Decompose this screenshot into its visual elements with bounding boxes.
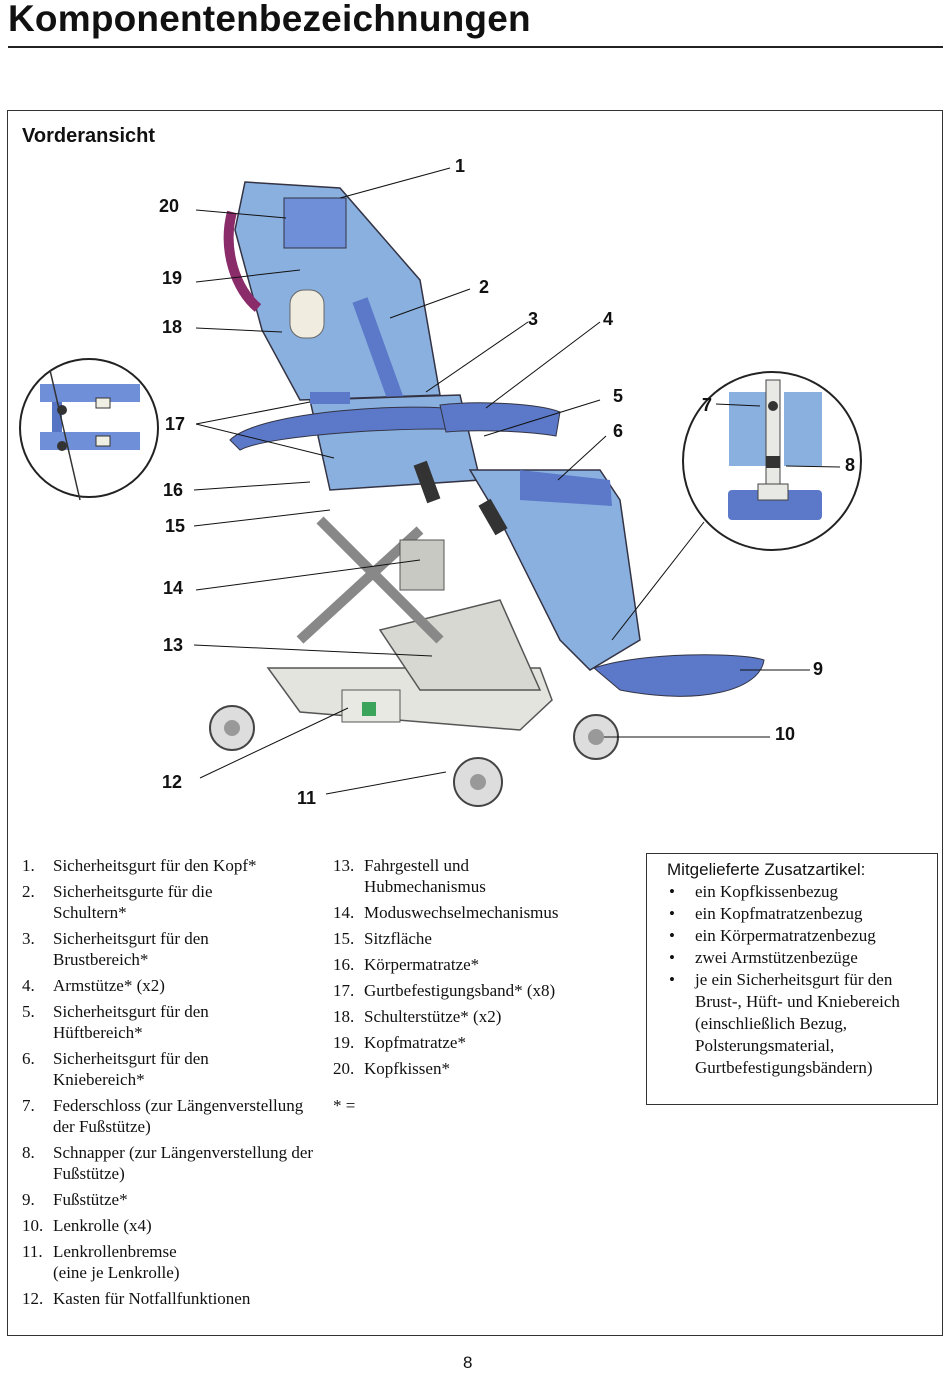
list-item: ein Kopfkissenbezug — [667, 881, 929, 903]
legend-item: 18.Schulterstütze* (x2) — [333, 1007, 502, 1026]
legend-item: 16.Körpermatratze* — [333, 955, 480, 974]
legend-item: 14.Moduswechselmechanismus — [333, 903, 559, 922]
callout-13: 13 — [163, 635, 184, 655]
figure-frame — [7, 110, 943, 1336]
callout-6: 6 — [613, 421, 624, 441]
leader-lines — [193, 167, 841, 795]
legend-item: 13.Fahrgestell und Hubmechanismus — [333, 856, 486, 896]
title-rule — [8, 46, 943, 48]
callout-16: 16 — [163, 480, 184, 500]
page-title: Komponentenbezeichnungen — [8, 0, 531, 39]
detail-circle-left — [19, 358, 159, 501]
legend-item: 4.Armstütze* (x2) — [22, 976, 165, 995]
callout-8: 8 — [845, 455, 856, 475]
accessories-list: ein Kopfkissenbezug ein Kopfmatratzenbez… — [667, 881, 929, 1079]
view-label: Vorderansicht — [22, 125, 155, 147]
legend-item: 3.Sicherheitsgurt für den Brustbereich* — [22, 929, 209, 969]
callout-19: 19 — [162, 268, 183, 288]
legend-item: 7.Federschloss (zur Längenverstellung de… — [22, 1096, 304, 1136]
legend-item: 1.Sicherheitsgurt für den Kopf* — [22, 856, 257, 875]
accessories-title: Mitgelieferte Zusatzartikel: — [667, 860, 866, 879]
legend-item: 6.Sicherheitsgurt für den Kniebereich* — [22, 1049, 209, 1089]
page-number: 8 — [463, 1353, 473, 1372]
callout-3: 3 — [528, 309, 539, 329]
callout-5: 5 — [613, 386, 624, 406]
callout-11: 11 — [297, 788, 317, 808]
callout-10: 10 — [775, 724, 796, 744]
legend-item: 20.Kopfkissen* — [333, 1059, 450, 1078]
legend-item: 11.Lenkrollenbremse (eine je Lenkrolle) — [22, 1242, 180, 1282]
legend-item: 17.Gurtbefestigungsband* (x8) — [333, 981, 556, 1000]
list-item: ein Kopfmatratzenbezug — [667, 903, 929, 925]
callout-17: 17 — [165, 414, 186, 434]
list-item: je ein Sicherheitsgurt für den Brust-, H… — [667, 969, 929, 1079]
list-item: zwei Armstützenbezüge — [667, 947, 929, 969]
chair-body — [209, 181, 765, 807]
callout-15: 15 — [165, 516, 186, 536]
callout-1: 1 — [455, 156, 466, 176]
footnote: * = — [333, 1096, 356, 1115]
callout-9: 9 — [813, 659, 824, 679]
legend-item: 5.Sicherheitsgurt für den Hüftbereich* — [22, 1002, 209, 1042]
legend-right: 13.Fahrgestell und Hubmechanismus 14.Mod… — [333, 855, 623, 1116]
legend-item: 10.Lenkrolle (x4) — [22, 1216, 152, 1235]
legend-item: 12.Kasten für Notfallfunktionen — [22, 1289, 251, 1308]
detail-circle-right — [682, 371, 862, 551]
legend-item: 19.Kopfmatratze* — [333, 1033, 466, 1052]
callout-12: 12 — [162, 772, 183, 792]
legend-item: 2.Sicherheitsgurte für die Schultern* — [22, 882, 213, 922]
callout-20: 20 — [159, 196, 180, 216]
callout-14: 14 — [163, 578, 184, 598]
legend-item: 8.Schnapper (zur Längenverstellung der F… — [22, 1143, 314, 1183]
list-item: ein Körpermatratzenbezug — [667, 925, 929, 947]
callout-4: 4 — [603, 309, 614, 329]
callout-2: 2 — [479, 277, 490, 297]
callout-7: 7 — [702, 395, 713, 415]
callout-18: 18 — [162, 317, 183, 337]
legend-left: 1.Sicherheitsgurt für den Kopf* 2.Sicher… — [22, 855, 322, 1314]
legend-item: 15.Sitzfläche — [333, 929, 432, 948]
legend-item: 9.Fußstütze* — [22, 1190, 128, 1209]
accessories-box: Mitgelieferte Zusatzartikel: ein Kopfkis… — [646, 853, 938, 1105]
